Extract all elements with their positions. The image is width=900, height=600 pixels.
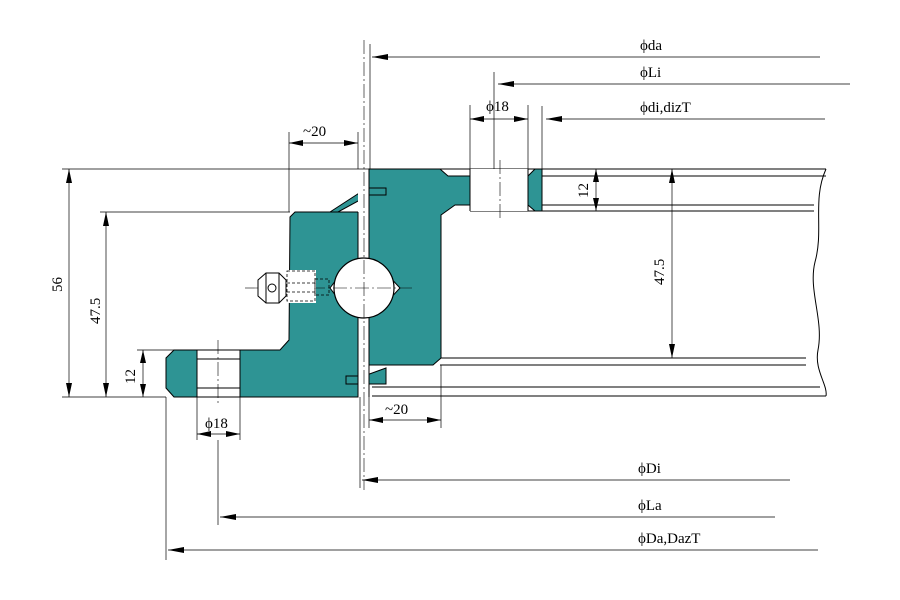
- dim-height-left-label: 47.5: [88, 298, 104, 324]
- grease-nipple: [257, 270, 330, 304]
- dim-height-total-label: 56: [50, 277, 66, 293]
- dim-gap-top-label: ~20: [303, 124, 326, 140]
- dim-hole-top-label: ϕ18: [486, 99, 509, 115]
- dim-thk-left-label: 12: [123, 369, 139, 384]
- outer-ring-bolt-hole: [196, 349, 241, 398]
- dim-di-label: ϕdi,dizT: [640, 100, 691, 116]
- dim-La-label: ϕLa: [638, 498, 662, 514]
- inner-ring-section: [368, 168, 471, 366]
- dim-da-label: ϕda: [640, 38, 662, 54]
- dim-Di-label: ϕDi: [638, 461, 661, 477]
- break-line: [812, 168, 827, 397]
- dim-Da-label: ϕDa,DazT: [638, 531, 700, 547]
- dim-hole-bottom-label: ϕ18: [205, 416, 228, 432]
- dim-height-right-label: 47.5: [652, 259, 668, 285]
- dim-gap-bottom-label: ~20: [385, 402, 408, 418]
- dim-li-label: ϕLi: [640, 65, 661, 81]
- outer-ring-section: [165, 211, 359, 398]
- dim-thk-top-label: 12: [576, 183, 592, 198]
